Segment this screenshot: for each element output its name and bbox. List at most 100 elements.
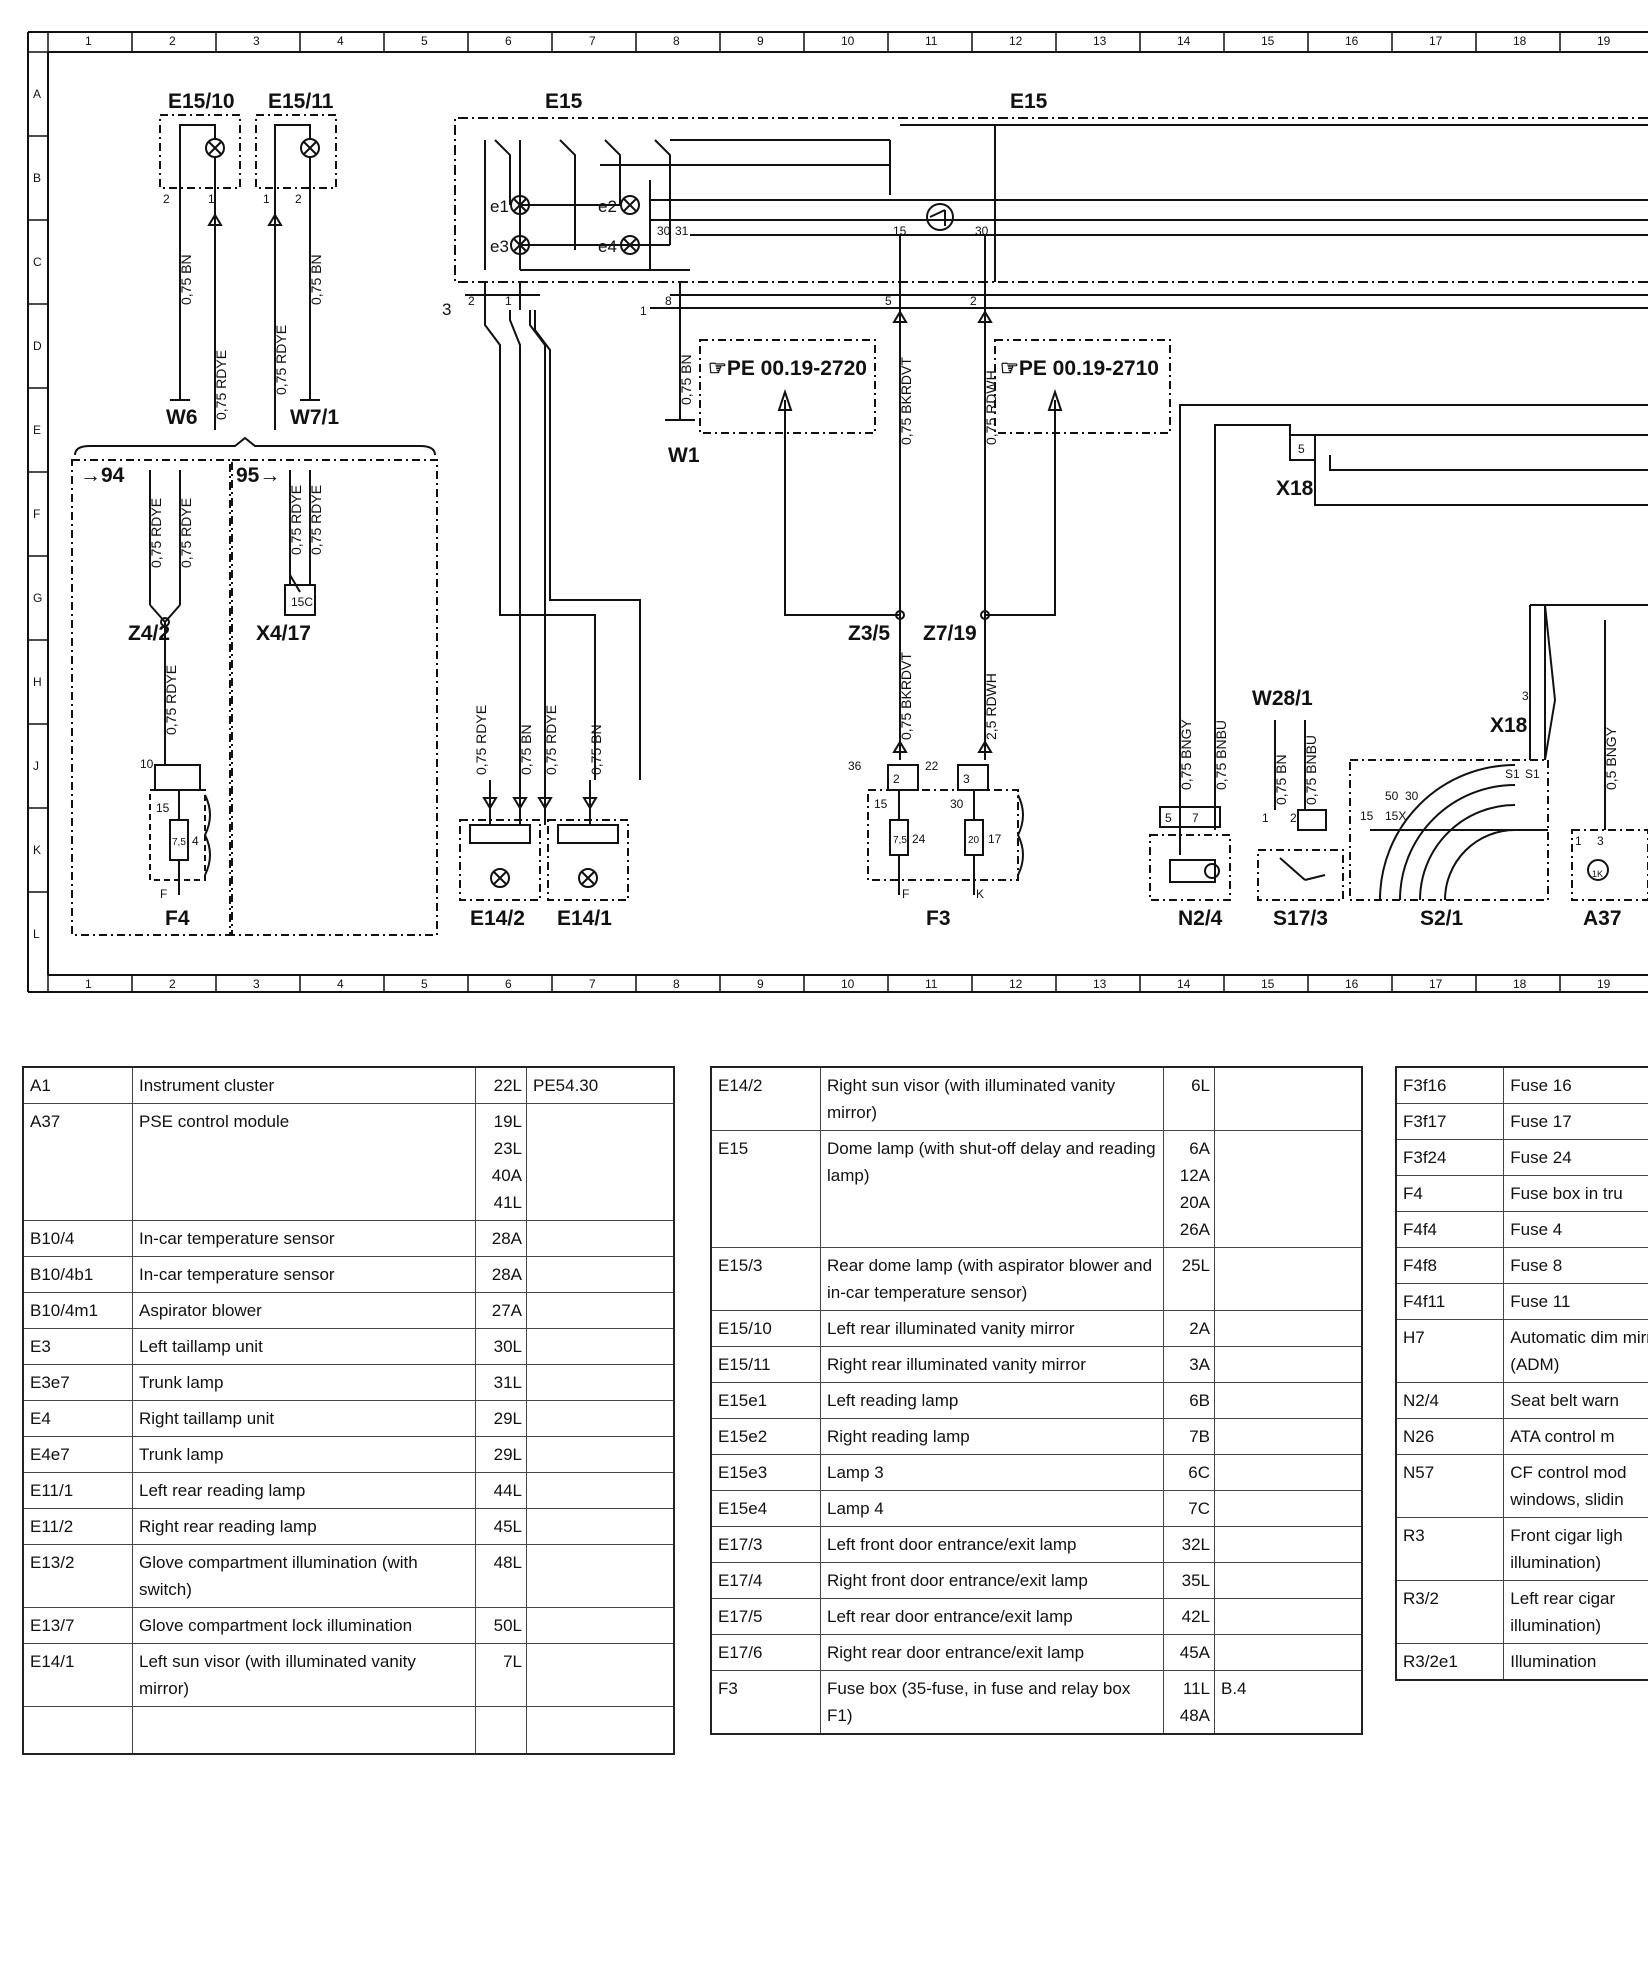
legend-extra bbox=[1214, 1346, 1363, 1383]
grid-row-A: A bbox=[33, 87, 41, 101]
grid-row-C: C bbox=[33, 255, 42, 269]
svg-text:5: 5 bbox=[885, 294, 892, 308]
legend-desc: Right rear reading lamp bbox=[132, 1508, 476, 1545]
legend-code: E15e1 bbox=[710, 1382, 821, 1419]
legend-desc: Fuse 8 bbox=[1503, 1247, 1648, 1284]
legend-loc: 29L bbox=[475, 1400, 527, 1437]
e1-label: e1 bbox=[490, 197, 509, 216]
svg-text:5: 5 bbox=[1165, 811, 1172, 825]
svg-text:0,75 BN: 0,75 BN bbox=[308, 254, 324, 305]
legend-loc: 48L bbox=[475, 1544, 527, 1608]
legend-extra bbox=[1214, 1454, 1363, 1491]
legend-extra bbox=[1214, 1418, 1363, 1455]
grid-row-B: B bbox=[33, 171, 41, 185]
s17-3-label: S17/3 bbox=[1273, 907, 1328, 930]
svg-text:7,5: 7,5 bbox=[893, 835, 907, 846]
legend-loc: 35L bbox=[1163, 1562, 1215, 1599]
legend-loc: 45A bbox=[1163, 1634, 1215, 1671]
legend-code: E17/4 bbox=[710, 1562, 821, 1599]
e4-label: e4 bbox=[598, 237, 617, 256]
legend-code: B10/4 bbox=[22, 1220, 133, 1257]
svg-text:1: 1 bbox=[640, 304, 647, 318]
legend-desc bbox=[132, 1706, 476, 1755]
legend-code: E15/10 bbox=[710, 1310, 821, 1347]
legend-code: A1 bbox=[22, 1066, 133, 1104]
legend-desc: Aspirator blower bbox=[132, 1292, 476, 1329]
legend-code: N26 bbox=[1395, 1418, 1505, 1455]
legend-loc: 6A 12A 20A 26A bbox=[1163, 1130, 1215, 1248]
grid-col-bottom-6: 6 bbox=[505, 977, 512, 991]
legend-desc: Trunk lamp bbox=[132, 1436, 476, 1473]
svg-text:1: 1 bbox=[505, 294, 512, 308]
svg-text:2: 2 bbox=[163, 192, 170, 206]
grid-col-bottom-7: 7 bbox=[589, 977, 596, 991]
svg-text:7,5: 7,5 bbox=[172, 837, 186, 848]
legend-code: E11/2 bbox=[22, 1508, 133, 1545]
legend-desc: Right reading lamp bbox=[820, 1418, 1164, 1455]
legend-row bbox=[22, 1706, 675, 1755]
legend-extra bbox=[526, 1643, 675, 1707]
legend-code: B10/4b1 bbox=[22, 1256, 133, 1293]
svg-text:3: 3 bbox=[1522, 689, 1529, 703]
svg-text:0,75 RDYE: 0,75 RDYE bbox=[308, 485, 324, 555]
legend-loc: 29L bbox=[475, 1436, 527, 1473]
grid-col-bottom-18: 18 bbox=[1513, 977, 1527, 991]
legend-code: E15e3 bbox=[710, 1454, 821, 1491]
legend-extra bbox=[526, 1472, 675, 1509]
legend-extra bbox=[1214, 1382, 1363, 1419]
legend-extra bbox=[526, 1292, 675, 1329]
grid-col-bottom-16: 16 bbox=[1345, 977, 1359, 991]
ref-95: 95→ bbox=[236, 464, 280, 487]
grid-col-bottom-4: 4 bbox=[337, 977, 344, 991]
legend-desc: CF control mod windows, slidin bbox=[1503, 1454, 1648, 1518]
legend-loc: 44L bbox=[475, 1472, 527, 1509]
legend-desc: Instrument cluster bbox=[132, 1066, 476, 1104]
legend-code: E14/2 bbox=[710, 1066, 821, 1131]
svg-text:0,5 BNGY: 0,5 BNGY bbox=[1603, 726, 1619, 790]
svg-text:3: 3 bbox=[442, 300, 451, 319]
legend-extra bbox=[526, 1607, 675, 1644]
e15-label-left: E15 bbox=[545, 90, 583, 113]
grid-col-bottom-10: 10 bbox=[841, 977, 855, 991]
e15-11-label: E15/11 bbox=[268, 90, 334, 113]
legend-loc: 7B bbox=[1163, 1418, 1215, 1455]
legend-desc: Right rear illuminated vanity mirror bbox=[820, 1346, 1164, 1383]
svg-text:7: 7 bbox=[1192, 811, 1199, 825]
x18-label-top: X18 bbox=[1276, 477, 1314, 500]
grid-col-top-8: 8 bbox=[673, 34, 680, 48]
legend-desc: Glove compartment illumination (with swi… bbox=[132, 1544, 476, 1608]
grid-row-G: G bbox=[33, 591, 42, 605]
svg-text:0,75 RDYE: 0,75 RDYE bbox=[288, 485, 304, 555]
svg-text:2: 2 bbox=[970, 294, 977, 308]
grid-col-top-6: 6 bbox=[505, 34, 512, 48]
legend-code: A37 bbox=[22, 1103, 133, 1221]
legend-code: E17/5 bbox=[710, 1598, 821, 1635]
legend-extra bbox=[526, 1400, 675, 1437]
legend-desc: Left taillamp unit bbox=[132, 1328, 476, 1365]
legend-code: E15e4 bbox=[710, 1490, 821, 1527]
legend-desc: Right taillamp unit bbox=[132, 1400, 476, 1437]
svg-text:30: 30 bbox=[975, 224, 989, 238]
legend-loc: 22L bbox=[475, 1066, 527, 1104]
pe-ref-2720: ☞PE 00.19-2720 bbox=[708, 357, 867, 380]
legend-extra bbox=[526, 1328, 675, 1365]
legend-desc: Fuse 16 bbox=[1503, 1066, 1648, 1104]
grid-col-bottom-3: 3 bbox=[253, 977, 260, 991]
legend-code: E13/7 bbox=[22, 1607, 133, 1644]
legend-code: F4 bbox=[1395, 1175, 1505, 1212]
legend-loc: 25L bbox=[1163, 1247, 1215, 1311]
